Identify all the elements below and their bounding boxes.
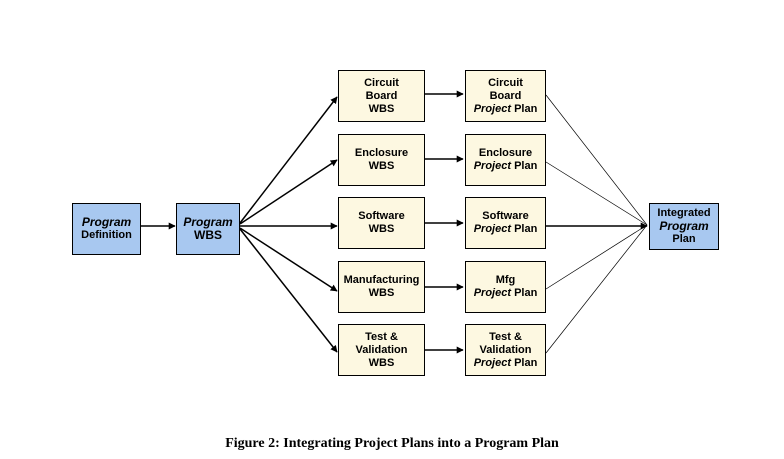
program-wbs-line1: Program <box>183 215 233 229</box>
software-plan-box: Software Project Plan <box>465 197 546 249</box>
arrow-wbs-to-circuit-board <box>239 96 338 224</box>
circuit-board-plan-box: Circuit Board Project Plan <box>465 70 546 122</box>
circuit-board-plan-plain: Plan <box>514 102 538 115</box>
circuit-board-wbs-line2: Board <box>365 89 398 102</box>
line-mfg-plan-to-integrated <box>545 224 648 290</box>
program-definition-line2: Definition <box>81 229 132 241</box>
mfg-plan-plain: Plan <box>514 287 538 299</box>
test-validation-plan-line2: Validation <box>479 343 532 356</box>
mfg-plan-italic: Project <box>473 287 511 299</box>
program-wbs-line2: WBS <box>194 228 222 242</box>
software-plan-line2: Project Plan <box>474 223 538 236</box>
enclosure-plan-italic: Project <box>473 160 511 172</box>
arrow-wbs-to-test-validation <box>239 228 338 353</box>
software-plan-plain: Plan <box>514 223 538 235</box>
test-validation-wbs-line1: Test & <box>365 330 398 343</box>
test-validation-plan-italic: Project <box>473 356 511 369</box>
enclosure-wbs-box: Enclosure WBS <box>338 134 425 186</box>
enclosure-plan-line1: Enclosure <box>478 147 533 159</box>
circuit-board-plan-line1: Circuit <box>488 76 523 89</box>
integrated-program-plan-line2: Program <box>659 219 709 233</box>
line-circuit-plan-to-integrated <box>545 94 648 226</box>
enclosure-plan-box: Enclosure Project Plan <box>465 134 546 186</box>
program-definition-box: Program Definition <box>72 203 141 255</box>
test-validation-plan-line1: Test & <box>489 330 522 343</box>
circuit-board-wbs-line1: Circuit <box>364 76 399 89</box>
program-wbs-box: Program WBS <box>176 203 240 255</box>
integrated-program-plan-box: Integrated Program Plan <box>649 203 719 250</box>
arrow-wbs-to-manufacturing <box>239 227 338 292</box>
test-validation-plan-plain: Plan <box>514 356 538 369</box>
enclosure-wbs-line2: WBS <box>368 160 395 172</box>
software-plan-line1: Software <box>482 210 529 222</box>
manufacturing-wbs-line1: Manufacturing <box>343 274 420 286</box>
manufacturing-wbs-line2: WBS <box>368 287 395 299</box>
integrated-program-plan-line3: Plan <box>672 233 696 245</box>
circuit-board-wbs-box: Circuit Board WBS <box>338 70 425 122</box>
mfg-plan-line1: Mfg <box>495 274 516 286</box>
enclosure-wbs-line1: Enclosure <box>354 147 409 159</box>
mfg-plan-line2: Project Plan <box>474 287 538 300</box>
software-wbs-line2: WBS <box>368 223 395 235</box>
test-validation-plan-line3: Project Plan <box>474 357 538 370</box>
manufacturing-wbs-box: Manufacturing WBS <box>338 261 425 313</box>
line-test-plan-to-integrated <box>545 224 648 354</box>
circuit-board-plan-italic: Project <box>473 102 511 115</box>
enclosure-plan-line2: Project Plan <box>474 160 538 173</box>
test-validation-wbs-line3: WBS <box>368 356 395 369</box>
circuit-board-wbs-line3: WBS <box>368 102 395 115</box>
software-wbs-line1: Software <box>358 210 405 222</box>
enclosure-plan-plain: Plan <box>514 160 538 172</box>
test-validation-wbs-line2: Validation <box>355 343 408 356</box>
circuit-board-plan-line2: Board <box>489 89 522 102</box>
software-wbs-box: Software WBS <box>338 197 425 249</box>
figure-caption: Figure 2: Integrating Project Plans into… <box>225 436 559 451</box>
mfg-plan-box: Mfg Project Plan <box>465 261 546 313</box>
arrow-wbs-to-enclosure <box>239 159 338 225</box>
test-validation-wbs-box: Test & Validation WBS <box>338 324 425 376</box>
integrated-program-plan-line1: Integrated <box>657 207 711 219</box>
software-plan-italic: Project <box>473 223 511 235</box>
program-definition-line1: Program <box>81 215 132 229</box>
line-enclosure-plan-to-integrated <box>545 161 648 226</box>
test-validation-plan-box: Test & Validation Project Plan <box>465 324 546 376</box>
circuit-board-plan-line3: Project Plan <box>474 103 538 116</box>
